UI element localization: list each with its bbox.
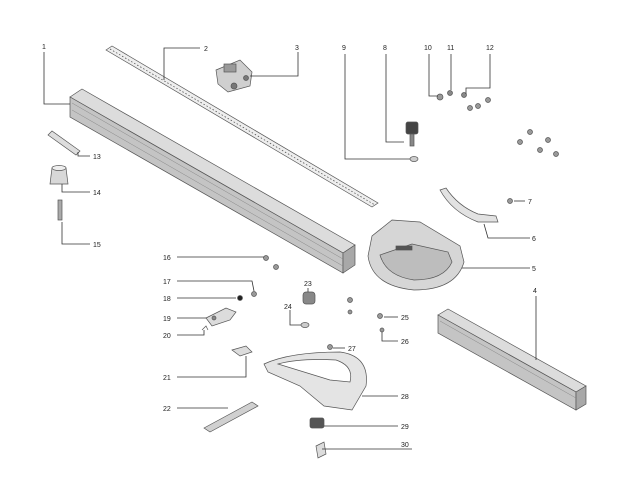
lever-bracket	[205, 307, 237, 327]
part-label-4: 4	[533, 288, 537, 295]
part-label-2: 2	[204, 46, 208, 53]
scale-plate	[47, 130, 81, 156]
part-label-3: 3	[295, 45, 299, 52]
measuring-scale-strip	[105, 45, 379, 208]
spring-clip	[201, 325, 209, 331]
fence-rail-short	[437, 308, 587, 411]
clamp-piece	[309, 417, 325, 429]
part-label-7: 7	[528, 199, 532, 206]
pin-15	[57, 199, 63, 221]
mitre-table-base	[367, 219, 465, 291]
part-label-15: 15	[93, 242, 101, 249]
part-label-30: 30	[401, 442, 409, 449]
screw-7	[507, 198, 513, 204]
curved-stop	[231, 345, 253, 357]
part-label-27: 27	[348, 346, 356, 353]
part-label-25: 25	[401, 315, 409, 322]
part-label-18: 18	[163, 296, 171, 303]
part-label-12: 12	[486, 45, 494, 52]
small-fasteners	[436, 90, 559, 157]
angle-segment	[439, 187, 499, 223]
part-label-24: 24	[284, 304, 292, 311]
callout-labels: 1 2 3 4 5 6 7 8 9 10 11 12 13 14 15 16 1…	[42, 44, 537, 449]
part-label-13: 13	[93, 154, 101, 161]
leader-lines	[43, 47, 537, 450]
part-label-9: 9	[342, 45, 346, 52]
part-label-5: 5	[532, 266, 536, 273]
part-label-23: 23	[304, 281, 312, 288]
fence-clamp	[215, 59, 253, 93]
screws-16-18	[237, 255, 279, 301]
part-label-6: 6	[532, 236, 536, 243]
part-label-21: 21	[163, 375, 171, 382]
slide-bar	[203, 401, 259, 433]
part-label-14: 14	[93, 190, 101, 197]
knob-23	[302, 291, 316, 305]
part-label-29: 29	[401, 424, 409, 431]
part-label-11: 11	[447, 45, 454, 52]
washer-24	[300, 322, 310, 328]
part-label-8: 8	[383, 45, 387, 52]
washer-9	[409, 156, 419, 162]
screws-25-27	[327, 297, 385, 350]
part-label-16: 16	[163, 255, 171, 262]
part-label-20: 20	[163, 333, 171, 340]
part-label-10: 10	[424, 45, 432, 52]
part-label-1: 1	[42, 44, 46, 51]
part-label-19: 19	[163, 316, 171, 323]
part-label-26: 26	[401, 339, 409, 346]
slide-base	[263, 351, 367, 411]
part-label-17: 17	[163, 279, 171, 286]
part-label-28: 28	[401, 394, 409, 401]
locking-knob	[405, 121, 419, 147]
bracket-30	[315, 441, 327, 459]
part-label-22: 22	[163, 406, 171, 413]
fence-rail-long	[69, 88, 356, 274]
knob-14	[49, 165, 69, 185]
